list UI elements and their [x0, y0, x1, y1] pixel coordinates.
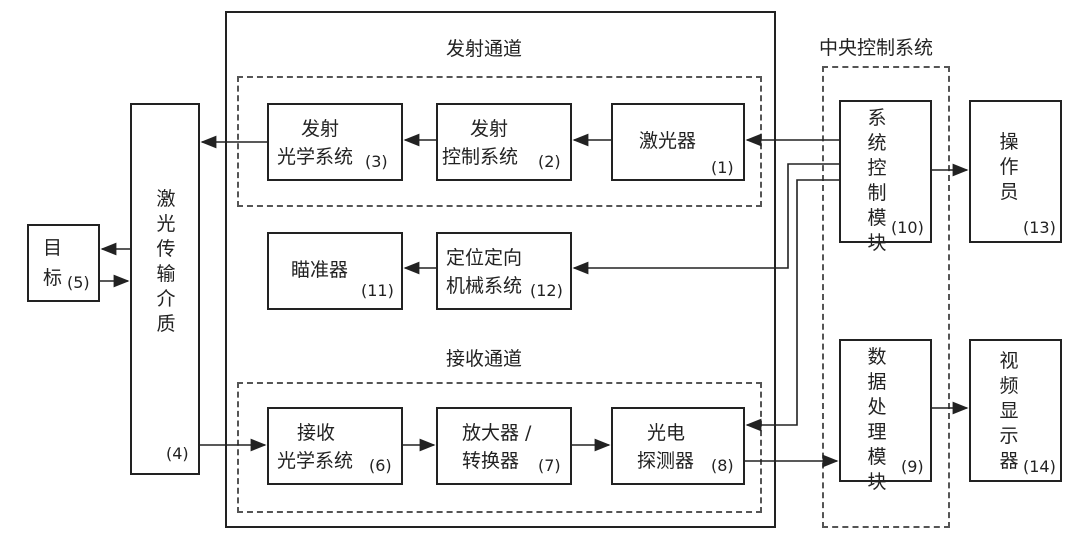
- data-processing-number: (9): [901, 457, 924, 476]
- video-display-number: (14): [1023, 457, 1056, 476]
- laser-block: 激光器 (1): [611, 103, 745, 181]
- operator-label: 操作员: [999, 131, 1019, 203]
- receive-channel-title: 接收通道: [446, 348, 523, 370]
- laser-medium-label: 激光传输介质: [156, 188, 176, 335]
- data-processing-block: 数据处理模块 (9): [839, 339, 932, 493]
- positioning-block: 定位定向 机械系统 (12): [436, 232, 572, 310]
- detector-line2: 探测器: [637, 450, 695, 472]
- laser-label: 激光器: [639, 130, 697, 152]
- receive-optics-number: (6): [369, 456, 392, 475]
- video-display-block: 视频显示器 (14): [969, 339, 1062, 482]
- receive-optics-block: 接收 光学系统 (6): [267, 407, 403, 485]
- laser-number: (1): [711, 158, 734, 177]
- amplifier-block: 放大器 / 转换器 (7): [436, 407, 572, 485]
- video-display-label: 视频显示器: [999, 350, 1019, 472]
- positioning-number: (12): [530, 281, 563, 300]
- target-block: 目 标 (5): [27, 224, 100, 302]
- receive-optics-line2: 光学系统: [277, 450, 354, 472]
- transmit-control-line2: 控制系统: [442, 146, 519, 168]
- transmit-optics-block: 发射 光学系统 (3): [267, 103, 403, 181]
- amplifier-line2: 转换器: [462, 450, 520, 472]
- positioning-line2: 机械系统: [446, 275, 523, 297]
- arrow-control-to-positioning: [572, 163, 839, 275]
- operator-block: 操作员 (13): [969, 100, 1062, 243]
- aimer-label: 瞄准器: [291, 259, 349, 281]
- laser-medium-block: 激光传输介质 (4): [130, 103, 200, 475]
- transmit-channel-title: 发射通道: [446, 38, 523, 60]
- data-processing-label: 数据处理模块: [867, 346, 887, 493]
- amplifier-line1: 放大器 /: [462, 422, 532, 444]
- central-control-group: [822, 66, 950, 528]
- target-line2: 标: [43, 267, 63, 289]
- receive-channel-group: [237, 382, 762, 513]
- positioning-line1: 定位定向: [446, 247, 523, 269]
- aimer-block: 瞄准器 (11): [267, 232, 403, 310]
- detector-number: (8): [711, 456, 734, 475]
- transmit-control-number: (2): [538, 152, 561, 171]
- aimer-number: (11): [361, 281, 394, 300]
- transmit-control-block: 发射 控制系统 (2): [436, 103, 572, 181]
- amplifier-number: (7): [538, 456, 561, 475]
- target-number: (5): [67, 273, 90, 292]
- arrow-control-to-detector: [745, 179, 839, 432]
- detector-line1: 光电: [647, 422, 686, 444]
- transmit-control-line1: 发射: [470, 118, 509, 140]
- central-control-title: 中央控制系统: [819, 37, 934, 59]
- laser-medium-number: (4): [166, 444, 189, 463]
- system-control-number: (10): [891, 218, 924, 237]
- transmit-optics-number: (3): [365, 152, 388, 171]
- detector-block: 光电 探测器 (8): [611, 407, 745, 485]
- transmit-optics-line2: 光学系统: [277, 146, 354, 168]
- system-control-label: 系统控制模块: [867, 107, 887, 254]
- receive-optics-line1: 接收: [297, 422, 336, 444]
- target-line1: 目: [43, 237, 63, 259]
- transmit-optics-line1: 发射: [301, 118, 340, 140]
- operator-number: (13): [1023, 218, 1056, 237]
- system-control-block: 系统控制模块 (10): [839, 100, 932, 254]
